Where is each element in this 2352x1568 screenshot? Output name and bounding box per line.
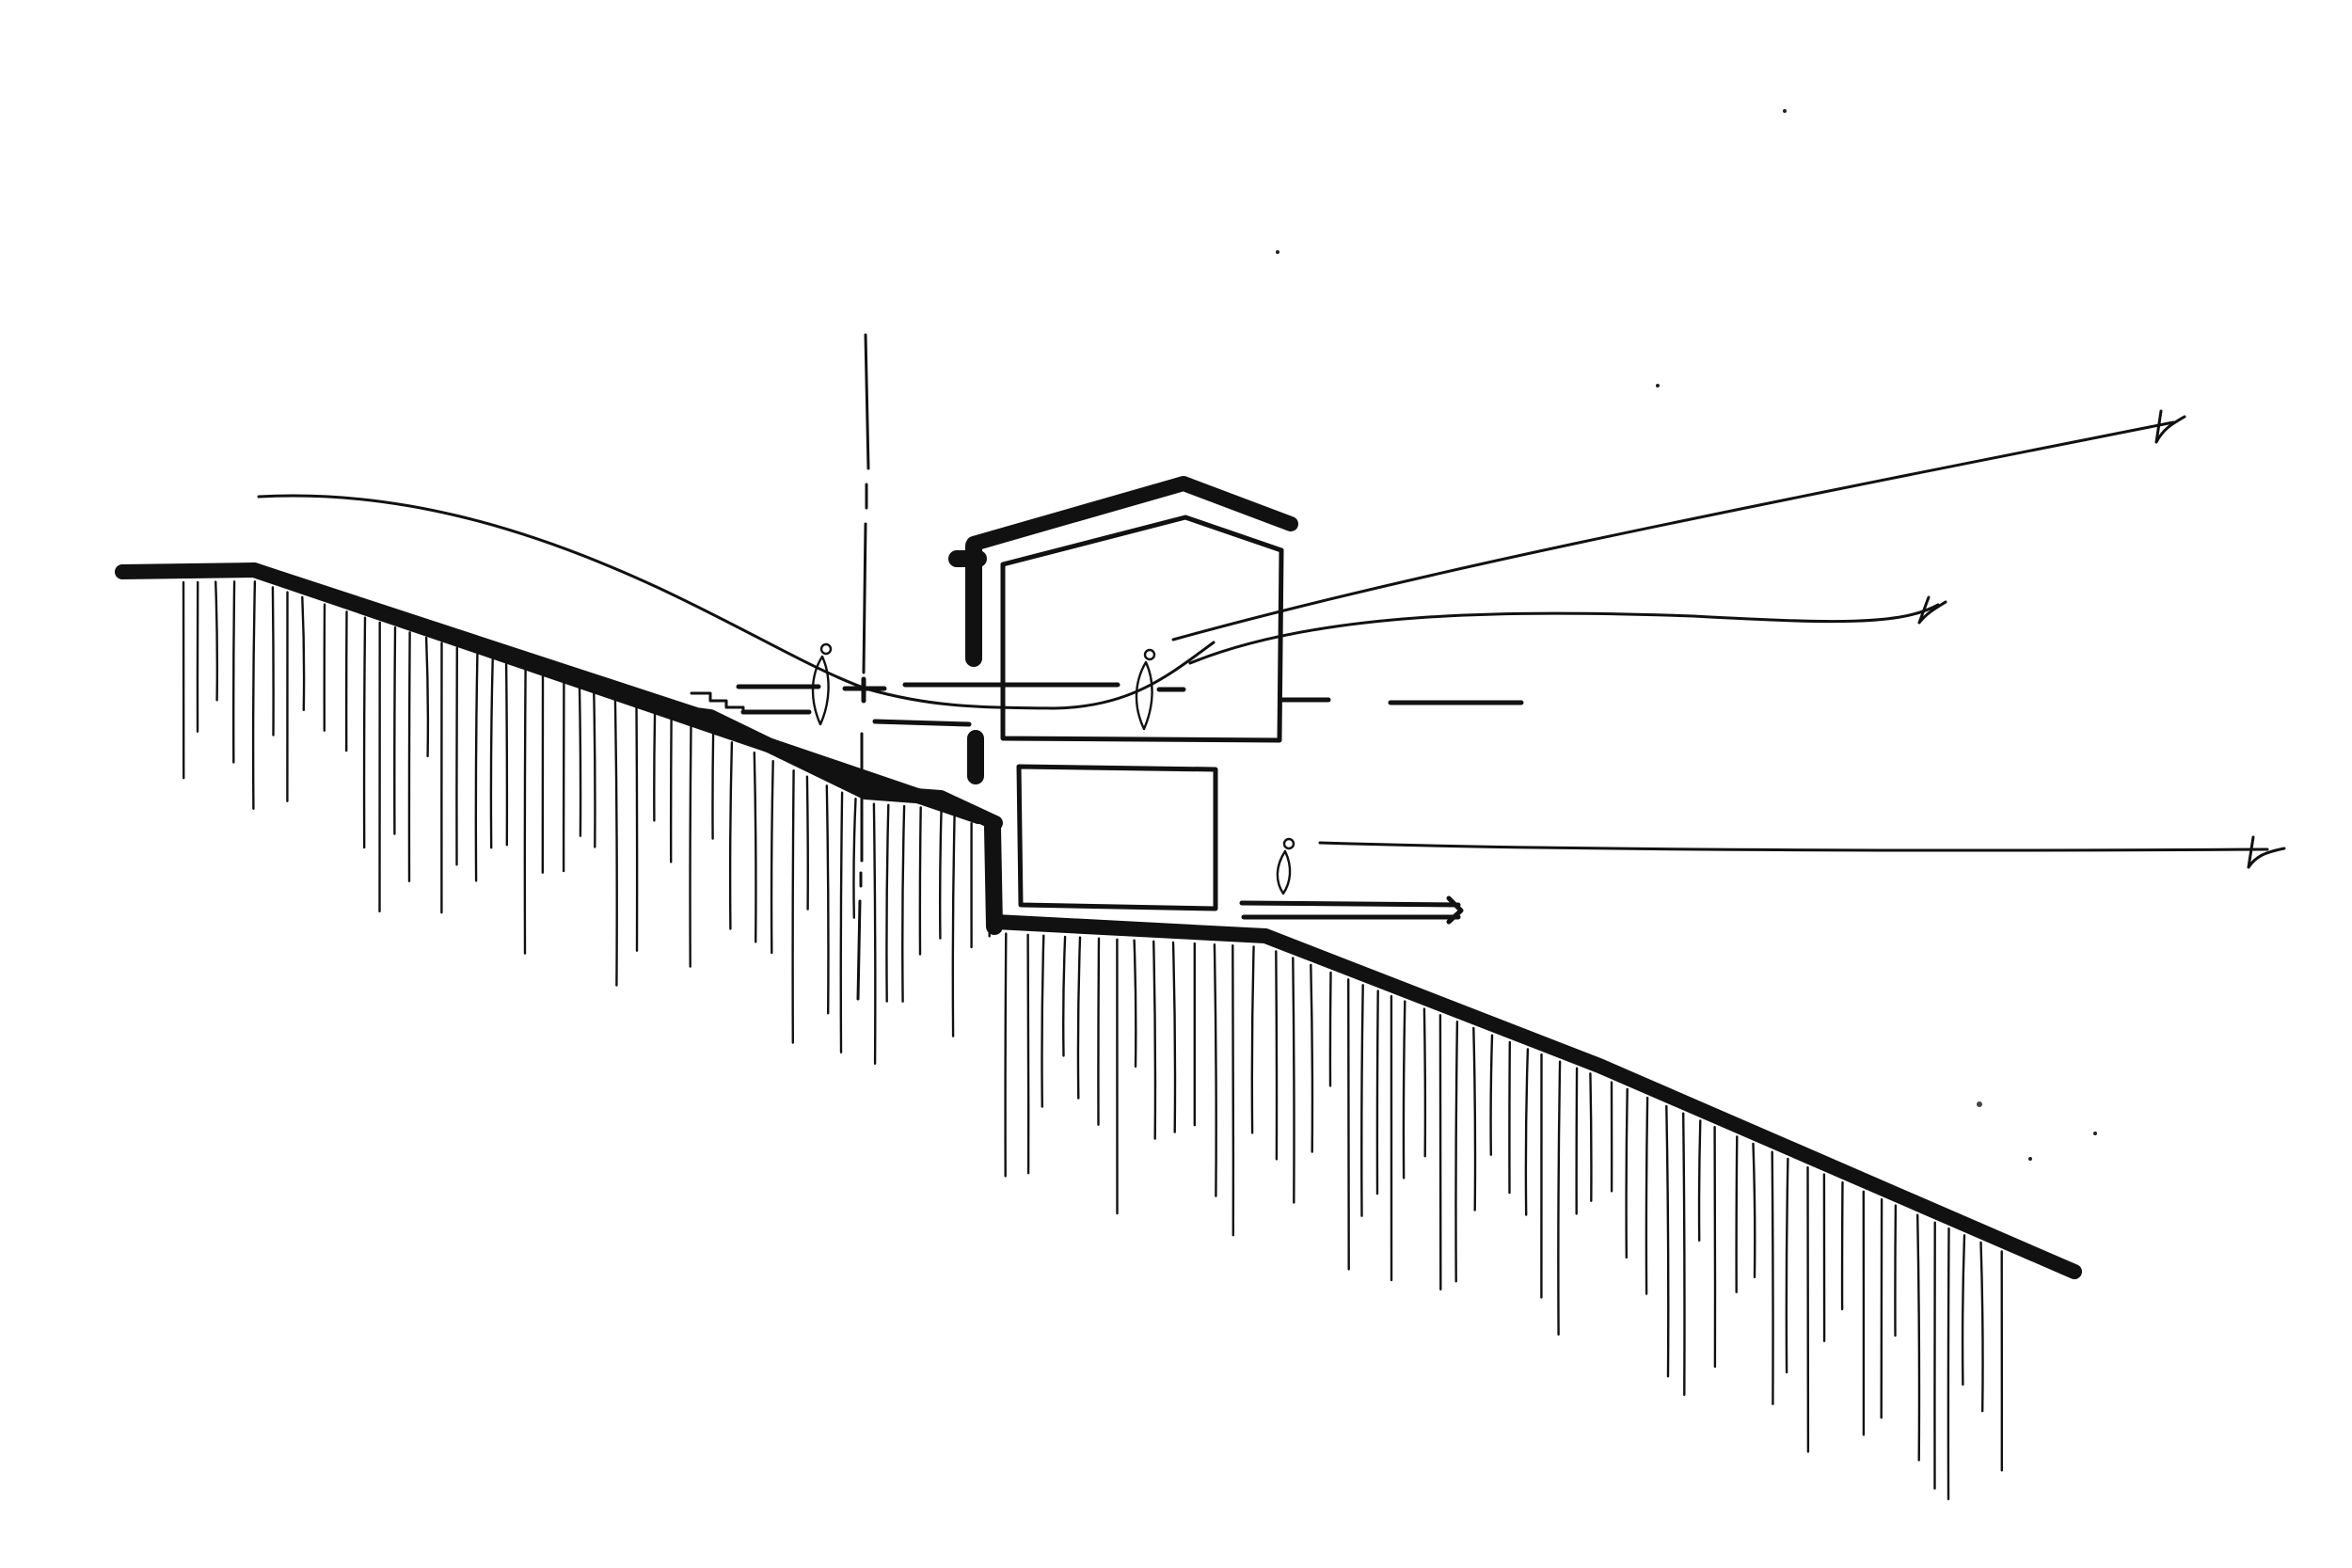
hatch-stroke bbox=[1735, 1135, 1739, 1293]
hatch-stroke bbox=[1152, 940, 1157, 1140]
hatch-stroke bbox=[1347, 978, 1351, 1271]
hatch-stroke bbox=[1785, 1157, 1789, 1374]
vertical-axis bbox=[856, 333, 870, 1001]
hatch-stroke bbox=[753, 752, 757, 943]
hatch-stroke bbox=[362, 616, 367, 849]
hatch-stroke bbox=[474, 653, 479, 882]
hatch-stroke bbox=[1310, 963, 1314, 1153]
hatch-stroke bbox=[653, 711, 657, 822]
hatch-stroke bbox=[301, 595, 306, 711]
datum-line bbox=[736, 682, 1524, 727]
hatch-stroke bbox=[1771, 1150, 1774, 1405]
hatch-stroke bbox=[1076, 936, 1082, 1100]
hatch-stroke bbox=[1489, 1034, 1494, 1156]
hatch-stroke bbox=[1097, 937, 1101, 1126]
hatch-stroke bbox=[1004, 932, 1008, 1178]
figure-left bbox=[811, 642, 833, 726]
hatch-stroke bbox=[393, 626, 397, 835]
hatch-stroke bbox=[1292, 957, 1295, 1204]
hatch-stroke bbox=[1625, 1087, 1629, 1259]
hatch-stroke bbox=[1697, 1119, 1702, 1242]
hatch-stroke bbox=[1133, 939, 1137, 1068]
figure-terrace bbox=[1276, 837, 1295, 895]
retaining-wall bbox=[984, 819, 1003, 935]
hatch-stroke bbox=[728, 741, 734, 930]
hatch-stroke bbox=[1402, 1000, 1406, 1180]
hatch-stroke bbox=[1375, 990, 1379, 1196]
view-arrow-lower bbox=[2247, 835, 2286, 869]
hatch-stroke bbox=[613, 698, 618, 987]
hatch-stroke bbox=[1062, 935, 1067, 1057]
hatch-stroke bbox=[215, 580, 219, 702]
hatch-stroke bbox=[1041, 934, 1045, 1108]
eye-markers bbox=[1276, 109, 2097, 1161]
hatch-stroke bbox=[872, 802, 877, 1065]
hatch-stroke bbox=[1979, 1241, 1984, 1413]
view-arrow-middle bbox=[1917, 595, 1947, 625]
view-line-middle bbox=[1188, 603, 1940, 665]
ground-line-upper-slope bbox=[246, 562, 986, 824]
hatch-stroke bbox=[711, 733, 715, 840]
view-arrow-upper bbox=[2154, 409, 2186, 444]
view-line-upper bbox=[1171, 420, 2175, 641]
house-roof bbox=[966, 476, 1298, 551]
hatch-stroke bbox=[1360, 984, 1364, 1217]
hatch-stroke bbox=[1947, 1227, 1950, 1500]
lower-storey-box bbox=[1016, 764, 1218, 911]
hatch-stroke bbox=[1250, 945, 1255, 1134]
hatch-stroke bbox=[885, 803, 890, 1003]
hatch-stroke bbox=[407, 631, 411, 882]
hatch-stroke bbox=[593, 691, 596, 848]
upper-storey-box bbox=[1000, 515, 1284, 743]
hatch-stroke bbox=[839, 791, 844, 1053]
hatch-stroke bbox=[901, 804, 906, 1003]
hatch-stroke bbox=[231, 580, 236, 764]
hatch-stroke bbox=[1665, 1104, 1670, 1378]
hatch-stroke bbox=[271, 586, 275, 736]
hatch-stroke bbox=[1213, 943, 1217, 1197]
hatch-stroke bbox=[805, 775, 809, 911]
hatch-stroke bbox=[1557, 1060, 1562, 1336]
hatch-stroke bbox=[1422, 1007, 1427, 1158]
hatch-stroke bbox=[251, 580, 257, 810]
hatch-stroke bbox=[1524, 1048, 1530, 1216]
hatch-stroke bbox=[1682, 1112, 1686, 1397]
view-line-lower bbox=[1318, 841, 2269, 852]
figure-center bbox=[1135, 648, 1156, 731]
hatch-stroke bbox=[770, 760, 774, 955]
hatch-stroke bbox=[1232, 944, 1235, 1237]
hatch-stroke bbox=[489, 657, 494, 849]
hatch-stroke bbox=[1026, 933, 1030, 1175]
hatch-stroke bbox=[1645, 1096, 1649, 1295]
hatch-stroke bbox=[1171, 941, 1177, 1133]
hatch-stroke bbox=[918, 806, 922, 956]
hatch-stroke bbox=[1916, 1213, 1921, 1462]
hatch-stroke bbox=[1961, 1234, 1966, 1386]
hatch-stroke bbox=[1275, 950, 1279, 1161]
hatch-stroke bbox=[635, 705, 639, 952]
hatch-stroke bbox=[951, 814, 956, 1037]
terrace-slab bbox=[1239, 895, 1464, 925]
hatch-stroke bbox=[852, 798, 857, 919]
hatch-stroke bbox=[1752, 1142, 1756, 1278]
ground-line bbox=[115, 562, 2082, 1279]
hatch-stroke bbox=[791, 769, 795, 1044]
hatch-stroke bbox=[1454, 1021, 1459, 1283]
hatch-stroke bbox=[938, 808, 943, 940]
hatch-stroke bbox=[523, 669, 527, 955]
hatch-stroke bbox=[504, 662, 509, 847]
hatch-stroke bbox=[424, 636, 430, 758]
earth-hatching bbox=[182, 580, 2004, 1500]
background-hill-line bbox=[257, 494, 1216, 710]
hatch-stroke bbox=[1472, 1026, 1477, 1212]
hatch-stroke bbox=[825, 784, 830, 1015]
step-marks bbox=[690, 691, 755, 715]
hatch-stroke bbox=[1589, 1072, 1593, 1202]
hatch-stroke bbox=[1328, 971, 1332, 1087]
